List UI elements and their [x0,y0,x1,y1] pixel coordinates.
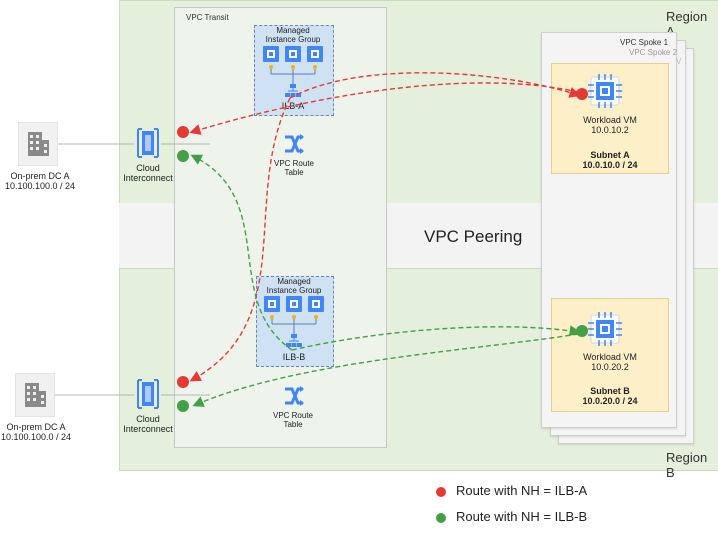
route-dot-red-interconnect-top [177,126,189,138]
legend-red-label: Route with NH = ILB-A [456,483,588,498]
spoke-1-label: VPC Spoke 1 [620,38,669,47]
building-top-icon [18,122,58,166]
ilb-a-icon [285,84,301,97]
legend-green-label: Route with NH = ILB-B [456,509,588,524]
route-dot-green-vm-b [576,325,588,337]
onprem-top-cidr: 10.100.100.0 / 24 [4,181,76,191]
spoke-2-label: VPC Spoke 2 [629,48,678,57]
route-table-b-label: VPC Route Table [272,411,314,429]
subnet-a-cidr: 10.0.10.0 / 24 [582,160,638,170]
ilb-a-label: ILB-A [281,101,305,111]
onprem-top-name: On-prem DC A [10,171,70,181]
route-dot-red-interconnect-bottom [177,376,189,388]
route-dot-green-interconnect-top [177,150,189,162]
workload-vm-b-ip: 10.0.20.2 [591,362,629,372]
peering-label: VPC Peering [424,227,523,246]
onprem-bottom-name: On-prem DC A [6,422,66,432]
mig-b-instances-icon [264,296,324,312]
ilb-b-label: ILB-B [282,352,306,362]
cloud-interconnect-bottom-label: Cloud Interconnect [123,414,173,434]
route-dot-green-interconnect-bottom [177,400,189,412]
route-table-a-label: VPC Route Table [273,159,315,177]
region-a-label: Region A [666,9,708,39]
mig-a-instances-icon [263,46,323,62]
workload-vm-a-ip: 10.0.10.2 [591,125,629,135]
legend-green-dot [436,513,446,523]
cloud-interconnect-top-label: Cloud Interconnect [123,163,173,183]
cloud-interconnect-bottom-icon [137,379,159,409]
region-b-label: Region B [666,450,708,480]
cloud-interconnect-top-icon [137,128,159,158]
workload-vm-a-icon [588,74,622,108]
workload-vm-b-label: Workload VM [583,352,637,362]
subnet-b-name: Subnet B [590,386,630,396]
vpc-transit-title: VPC Transit [186,13,229,22]
subnet-b-cidr: 10.0.20.0 / 24 [582,396,638,406]
route-table-a-icon [285,134,304,154]
mig-b-label: Managed Instance Group [266,277,322,295]
subnet-a-name: Subnet A [590,150,630,160]
spoke-3-label: VPC Spoke 3 [676,57,682,66]
mig-a-label: Managed Instance Group [265,26,321,44]
workload-vm-b-icon [588,312,622,346]
legend-red-dot [436,487,446,497]
onprem-bottom-cidr: 10.100.100.0 / 24 [0,432,72,442]
route-dot-red-vm-a [576,88,588,100]
building-bottom-icon [15,373,55,417]
ilb-b-icon [286,334,302,347]
workload-vm-a-label: Workload VM [583,115,637,125]
route-table-b-icon [285,386,304,406]
